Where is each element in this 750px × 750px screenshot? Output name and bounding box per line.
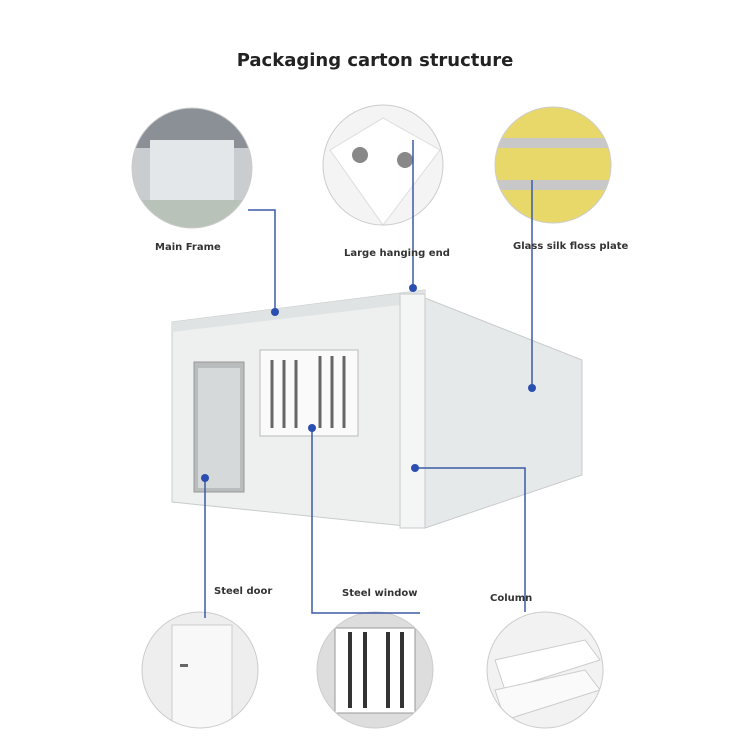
glass-plate-photo [494,106,612,224]
container-window [259,349,359,437]
label-steel-door: Steel door [214,586,273,597]
label-main-frame: Main Frame [155,242,221,253]
column-photo [486,611,604,729]
container-house [171,289,583,529]
steel-window-photo [316,611,434,729]
leader-lines [204,140,533,618]
container-side [424,297,583,529]
hanging-end-photo [322,104,444,226]
label-column: Column [490,593,533,604]
page-title: Packaging carton structure [236,50,514,71]
steel-door-photo [141,611,259,729]
label-glass-plate: Glass silk floss plate [513,241,629,252]
main-frame-photo [131,107,253,229]
label-hanging-end: Large hanging end [344,248,450,259]
label-steel-window: Steel window [342,588,418,599]
leader-dots [201,284,536,482]
